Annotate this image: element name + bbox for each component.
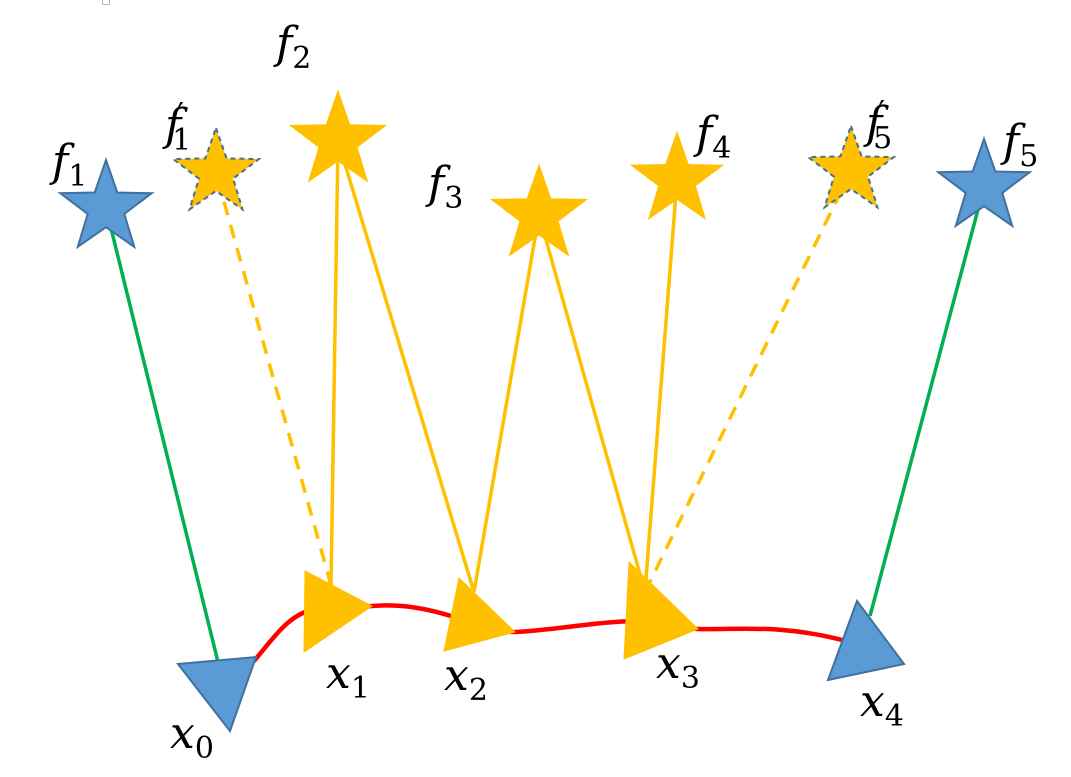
label-f4: f4	[696, 108, 732, 166]
pose-triangle-x0	[176, 655, 258, 734]
observation-x1-f1p	[214, 172, 333, 586]
observation-x2-f2	[336, 140, 476, 593]
label-x4: x4	[860, 676, 904, 734]
observation-x2-f3	[472, 214, 541, 593]
feature-star-f5p	[805, 122, 897, 210]
observation-x4-f5	[868, 186, 986, 617]
feature-star-f1	[57, 156, 155, 250]
pose-triangle-x1	[303, 570, 373, 653]
observation-x3-f3	[537, 214, 647, 593]
label-f3: f3	[428, 158, 464, 216]
observation-x0-f1	[104, 207, 220, 663]
feature-star-f4	[629, 130, 725, 221]
feature-star-f2	[288, 89, 388, 183]
label-x1: x1	[326, 648, 370, 706]
pose-triangle-x4	[826, 598, 906, 682]
observation-x3-f5p	[643, 170, 853, 593]
label-f1-prime: f′1	[165, 97, 192, 158]
label-f2: f2	[276, 18, 312, 76]
label-x2: x2	[444, 650, 488, 708]
pose-triangle-x2	[443, 577, 516, 652]
feature-star-f3	[489, 163, 589, 257]
label-f5: f5	[1003, 116, 1039, 174]
label-f5-prime: f′5	[866, 95, 893, 156]
corner-mark	[102, 0, 110, 5]
label-x0: x0	[170, 708, 214, 766]
label-f1: f1	[52, 136, 88, 194]
observation-x1-f2	[329, 140, 340, 586]
feature-star-f1p	[170, 124, 262, 212]
observation-x3-f4	[643, 179, 679, 593]
feature-star-f5	[935, 135, 1033, 229]
pose-triangle-x3	[623, 560, 699, 660]
label-x3: x3	[656, 638, 700, 696]
